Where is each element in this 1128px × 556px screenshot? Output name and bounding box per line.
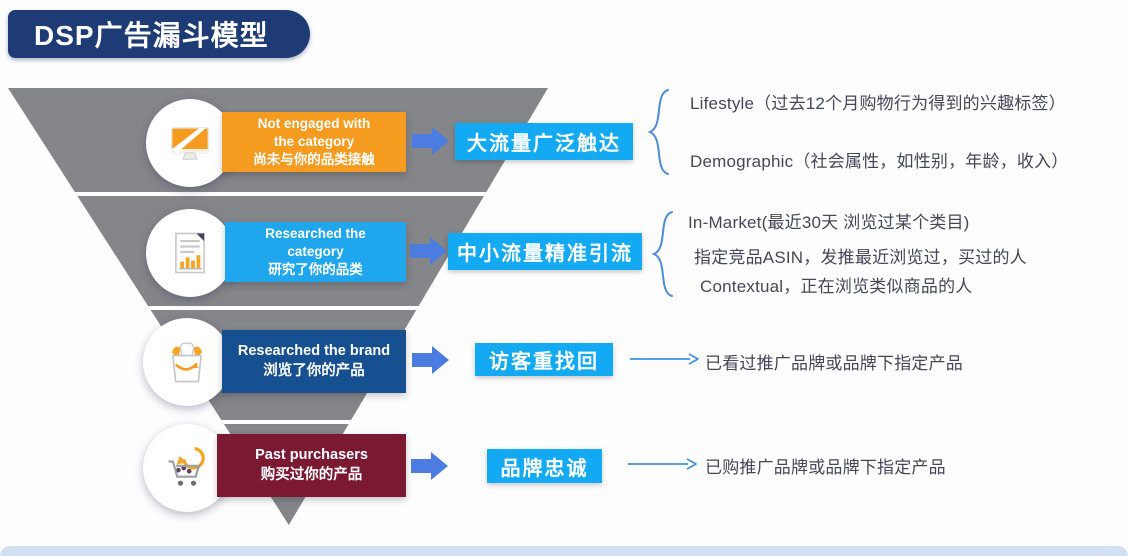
right-block-arrow-icon <box>412 346 450 374</box>
strategy-label-text: 访客重找回 <box>489 351 599 373</box>
brace-connector-icon <box>651 211 673 297</box>
report-document-icon-circle <box>146 209 234 297</box>
shopping-bag-icon <box>171 342 203 383</box>
arrow-head <box>430 237 447 265</box>
audience-note: Demographic（社会属性，如性别，年龄，收入） <box>690 152 1069 171</box>
strategy-label-text: 大流量广泛触达 <box>467 133 621 155</box>
tier-line: Researched the brand <box>237 342 391 359</box>
funnel-separator <box>8 192 548 196</box>
thin-arrow-icon <box>630 353 699 365</box>
funnel-tier-1: Not engaged with the category 尚未与你的品类接触 <box>222 112 406 172</box>
tier-line: 研究了你的品类 <box>268 262 363 278</box>
audience-note: 已看过推广品牌或品牌下指定产品 <box>705 354 963 373</box>
monitor-icon <box>170 127 210 160</box>
report-document-icon <box>175 232 205 274</box>
strategy-label-4: 品牌忠诚 <box>487 449 602 483</box>
funnel-separator <box>8 420 548 424</box>
strategy-label-3: 访客重找回 <box>475 343 613 376</box>
funnel-separator <box>8 306 548 310</box>
tier-line: Researched the <box>265 225 366 241</box>
tier-line: 购买过你的产品 <box>260 466 363 483</box>
arrow-head <box>432 346 449 374</box>
arrow-stem <box>411 459 431 473</box>
card-bottom-edge <box>0 546 1128 556</box>
strategy-label-text: 中小流量精准引流 <box>457 243 633 265</box>
strategy-label-2: 中小流量精准引流 <box>448 233 642 270</box>
arrow-stem <box>410 244 430 258</box>
tier-line: Past purchasers <box>255 446 368 463</box>
right-block-arrow-icon <box>412 127 450 155</box>
audience-note: 已购推广品牌或品牌下指定产品 <box>705 458 946 477</box>
arrow-stem <box>412 134 432 148</box>
arrow-head <box>431 452 448 480</box>
tier-line: the category <box>273 133 355 149</box>
audience-note: In-Market(最近30天 浏览过某个类目) <box>688 213 970 232</box>
page-title-banner: DSP广告漏斗模型 <box>8 10 310 58</box>
tier-line: category <box>287 243 344 259</box>
shopping-cart-icon <box>168 446 205 486</box>
strategy-label-text: 品牌忠诚 <box>500 457 589 480</box>
monitor-icon-circle <box>146 99 234 187</box>
audience-note: Contextual，正在浏览类似商品的人 <box>700 277 973 296</box>
arrow-stem <box>412 353 432 367</box>
tier-line: 尚未与你的品类接触 <box>253 152 375 168</box>
right-block-arrow-icon <box>410 237 448 265</box>
arrow-head <box>432 127 449 155</box>
shopping-bag-icon-circle <box>143 318 231 406</box>
tier-line: Not engaged with <box>257 115 371 131</box>
audience-note: Lifestyle（过去12个月购物行为得到的兴趣标签） <box>690 94 1066 113</box>
brace-connector-icon <box>647 89 669 175</box>
funnel-tier-2: Researched the category 研究了你的品类 <box>225 222 406 282</box>
shopping-cart-icon-circle <box>143 424 231 512</box>
funnel-tier-3: Researched the brand 浏览了你的产品 <box>222 330 406 393</box>
strategy-label-1: 大流量广泛触达 <box>455 123 633 160</box>
page-title: DSP广告漏斗模型 <box>34 20 269 51</box>
funnel-tier-4: Past purchasers 购买过你的产品 <box>217 434 406 497</box>
audience-note: 指定竞品ASIN，发推最近浏览过，买过的人 <box>694 248 1027 267</box>
right-block-arrow-icon <box>411 452 449 480</box>
tier-line: 浏览了你的产品 <box>263 362 365 379</box>
thin-arrow-icon <box>628 458 697 470</box>
